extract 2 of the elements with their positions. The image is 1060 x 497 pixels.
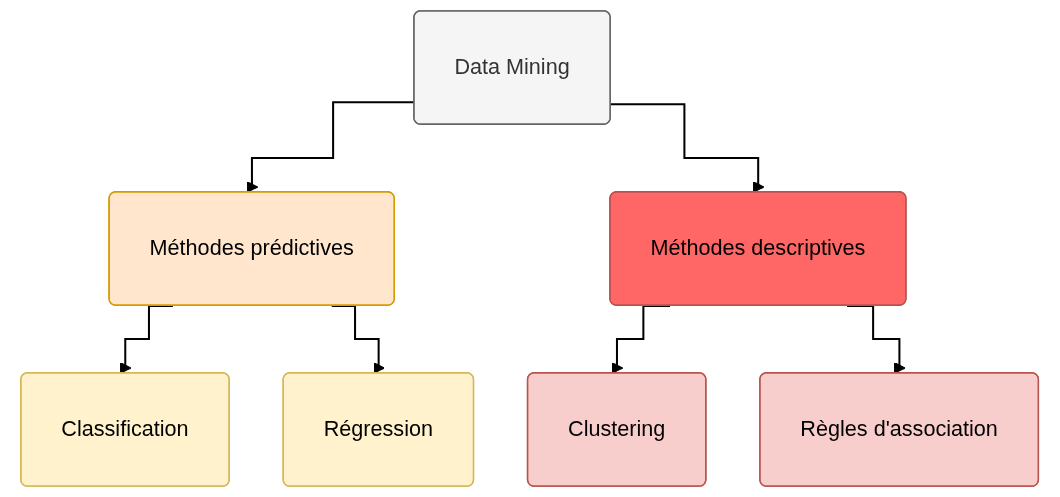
arrow [611,103,765,193]
arrow [246,101,415,193]
